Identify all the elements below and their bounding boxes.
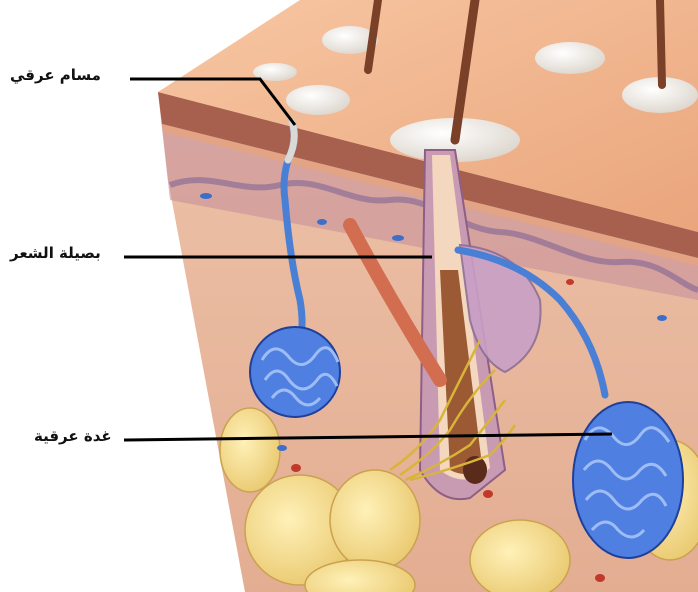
label-sweat-pore: مسام عرقي — [10, 66, 101, 84]
label-hair-follicle: بصيلة الشعر — [10, 244, 101, 262]
label-sweat-gland: غدة عرقية — [34, 427, 112, 445]
sweat-gland-right — [573, 402, 683, 558]
sweat-gland-left — [250, 327, 340, 417]
